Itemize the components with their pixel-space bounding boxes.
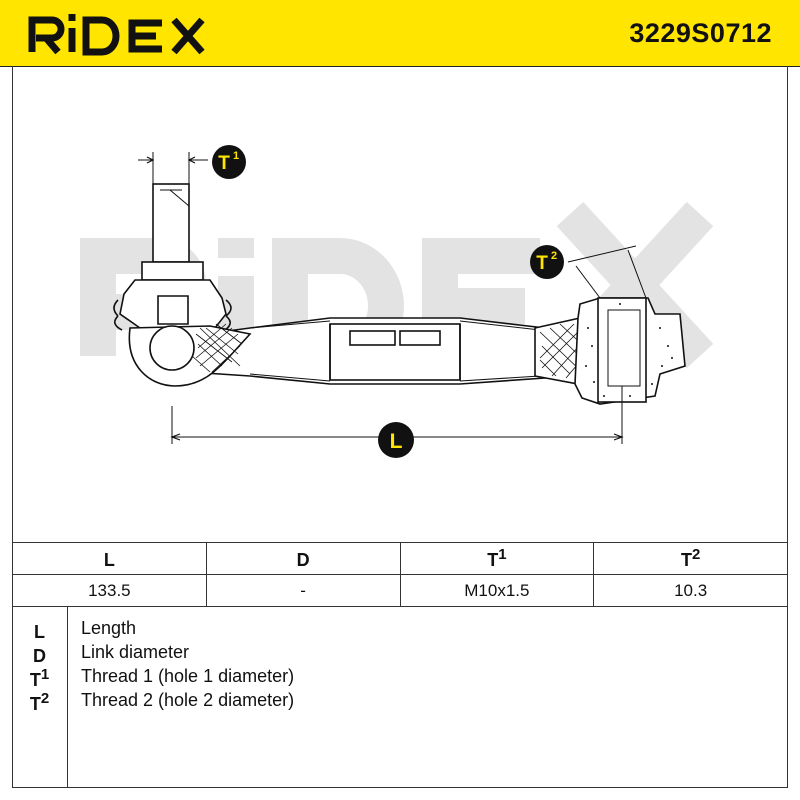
legend-description: Length bbox=[81, 618, 137, 638]
spec-header-cell: T1 bbox=[399, 542, 595, 575]
legend-description: Link diameter bbox=[81, 642, 190, 662]
link-rod bbox=[189, 317, 591, 385]
t1-dimension bbox=[138, 152, 208, 184]
spec-header-cell: T2 bbox=[593, 542, 788, 575]
svg-text:T: T bbox=[536, 253, 548, 274]
legend-symbol: D bbox=[33, 646, 46, 666]
sheet-frame bbox=[12, 66, 788, 788]
legend-symbol: L bbox=[34, 622, 45, 642]
l-callout: L bbox=[378, 422, 414, 458]
header-bar: 3229S0712 bbox=[0, 0, 800, 67]
spec-value-diameter: - bbox=[205, 574, 401, 607]
legend-description: Thread 1 (hole 1 diameter) bbox=[81, 666, 295, 686]
svg-text:L: L bbox=[390, 430, 403, 453]
t2-dimension bbox=[567, 245, 647, 299]
watermark-dot bbox=[218, 238, 254, 258]
spec-value-thread-1: M10x1.5 bbox=[399, 574, 595, 607]
svg-text:T: T bbox=[218, 153, 230, 174]
ridex-logo bbox=[28, 14, 205, 56]
spec-value-thread-2: 10.3 bbox=[593, 574, 788, 607]
legend-symbol: T1 bbox=[29, 666, 50, 690]
spec-value-row: 133.5 - M10x1.5 10.3 bbox=[12, 574, 788, 607]
t2-callout: T 2 bbox=[530, 245, 564, 279]
t1-callout: T 1 bbox=[212, 145, 246, 179]
ball-joint-left bbox=[113, 183, 252, 387]
legend-symbol: T2 bbox=[29, 690, 50, 714]
svg-text:1: 1 bbox=[233, 150, 239, 162]
spec-value-length: 133.5 bbox=[12, 574, 207, 607]
bushing-eye-right bbox=[534, 297, 686, 405]
legend: L Length D Link diameter T1 Thread 1 (ho… bbox=[12, 606, 788, 788]
legend-description: Thread 2 (hole 2 diameter) bbox=[81, 690, 295, 710]
stabilizer-link-drawing: T 1 T 2 L bbox=[80, 145, 714, 458]
spec-header-cell: L bbox=[12, 542, 207, 575]
spec-table: L D T1 T2 133.5 - M10x1.5 10.3 bbox=[12, 542, 788, 607]
spec-header-row: L D T1 T2 bbox=[12, 542, 788, 575]
svg-text:2: 2 bbox=[551, 250, 557, 262]
legend-divider bbox=[67, 606, 68, 788]
part-number: 3229S0712 bbox=[629, 18, 772, 48]
spec-header-cell: D bbox=[205, 542, 401, 575]
